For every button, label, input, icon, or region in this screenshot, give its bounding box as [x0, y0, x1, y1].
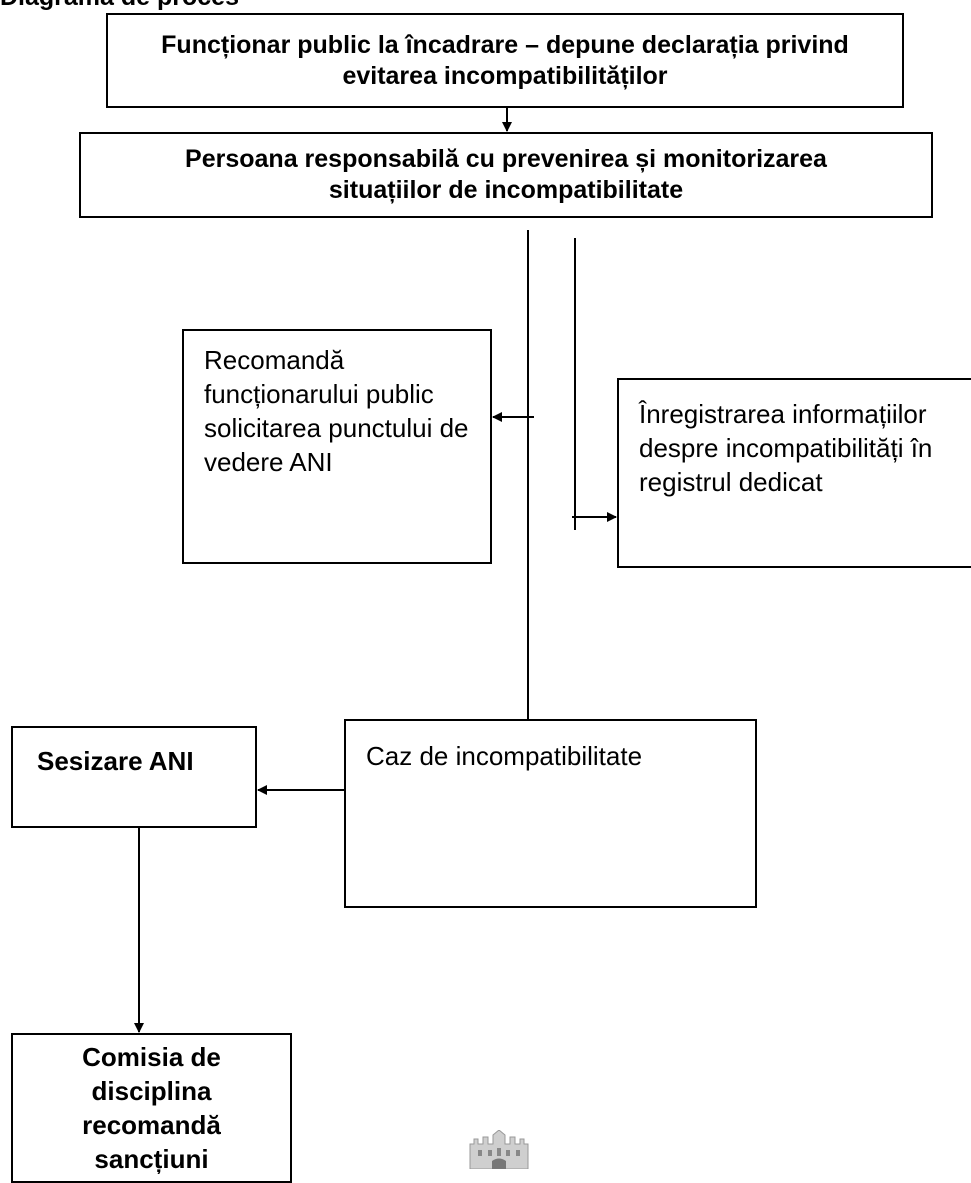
node-caz-incompatibilitate: Caz de incompatibilitate [344, 719, 757, 908]
node-inregistrare-label: Înregistrarea informațiilor despre incom… [639, 399, 933, 497]
coat-of-arms-icon [469, 1130, 529, 1169]
node-sesizare-ani: Sesizare ANI [11, 726, 257, 828]
node-caz-incompatibilitate-label: Caz de incompatibilitate [366, 741, 643, 771]
node-comisia-disciplina: Comisia de disciplina recomandă sancțiun… [11, 1033, 292, 1183]
node-persoana-responsabila-label: Persoana responsabilă cu prevenirea și m… [185, 145, 827, 204]
node-recomanda: Recomandă funcționarului public solicita… [182, 329, 492, 564]
node-functionar: Funcționar public la încadrare – depune … [106, 13, 904, 108]
node-sesizare-ani-label: Sesizare ANI [37, 746, 194, 776]
node-persoana-responsabila: Persoana responsabilă cu prevenirea și m… [79, 132, 933, 218]
node-functionar-label: Funcționar public la încadrare – depune … [161, 30, 849, 90]
node-recomanda-label: Recomandă funcționarului public solicita… [204, 345, 469, 477]
node-inregistrare: Înregistrarea informațiilor despre incom… [617, 378, 971, 568]
diagram-heading: Diagrama de proces [0, 0, 239, 12]
